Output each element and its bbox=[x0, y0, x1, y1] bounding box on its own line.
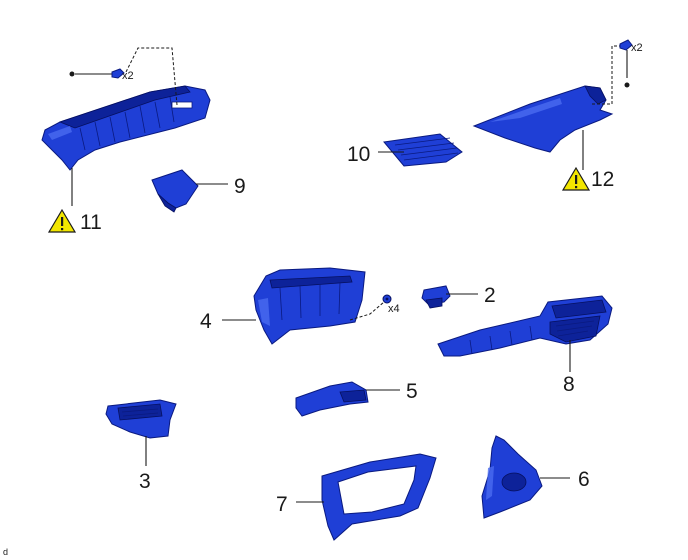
qty-4: x4 bbox=[388, 303, 400, 315]
callout-6: 6 bbox=[578, 468, 590, 491]
part-7 bbox=[296, 453, 437, 541]
callout-10: 10 bbox=[347, 143, 370, 166]
callout-7: 7 bbox=[276, 493, 288, 516]
part-5 bbox=[295, 381, 400, 417]
callout-8: 8 bbox=[563, 373, 575, 396]
callout-12: 12 bbox=[591, 168, 614, 191]
warning-icon-12 bbox=[561, 166, 591, 191]
corner-label: d bbox=[3, 547, 8, 557]
warning-icon-11 bbox=[47, 208, 77, 233]
part-6 bbox=[481, 435, 570, 519]
part-11: x2 bbox=[41, 47, 211, 206]
callout-5: 5 bbox=[406, 380, 418, 403]
callout-9: 9 bbox=[234, 175, 246, 198]
part-8 bbox=[437, 295, 613, 372]
part-4: x4 bbox=[222, 267, 400, 345]
qty-12: x2 bbox=[631, 42, 643, 54]
qty-11: x2 bbox=[122, 70, 134, 82]
part-9 bbox=[151, 169, 228, 213]
part-3 bbox=[105, 399, 177, 466]
callout-4: 4 bbox=[200, 310, 212, 333]
callout-2: 2 bbox=[484, 284, 496, 307]
callout-11: 11 bbox=[80, 211, 102, 234]
callout-3: 3 bbox=[139, 470, 151, 493]
part-12: x2 bbox=[472, 39, 643, 170]
part-2 bbox=[421, 285, 478, 309]
part-10 bbox=[378, 133, 463, 167]
